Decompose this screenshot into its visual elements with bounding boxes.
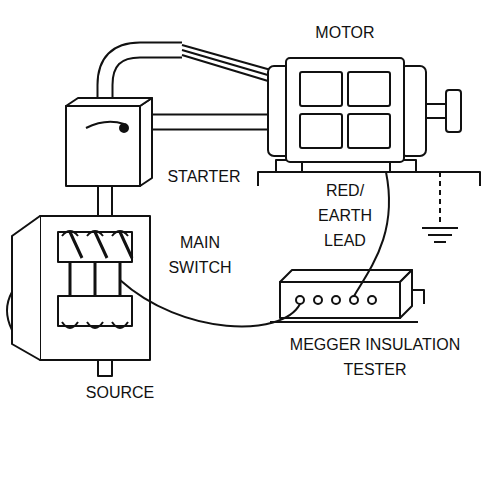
part-label: SOURCE bbox=[70, 380, 170, 405]
part-label: RED/ EARTH LEAD bbox=[310, 178, 380, 253]
part-label: STARTER bbox=[154, 164, 254, 189]
part-label: MEGGER INSULATION TESTER bbox=[280, 332, 470, 382]
part-label: MAIN SWITCH bbox=[160, 230, 240, 280]
part-label: MOTOR bbox=[300, 20, 390, 45]
